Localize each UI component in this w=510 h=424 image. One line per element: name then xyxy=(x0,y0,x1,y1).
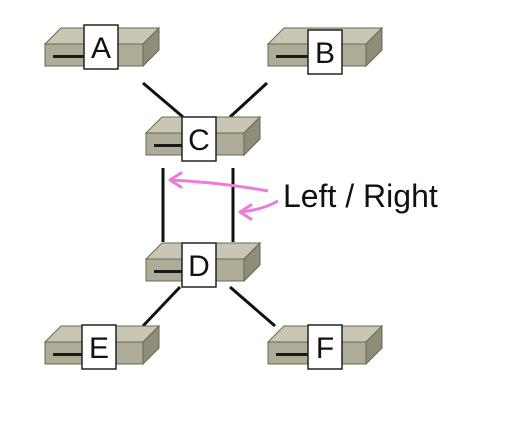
arrow-to-right-link xyxy=(239,199,279,214)
device-d: D xyxy=(144,241,262,288)
device-label-f: F xyxy=(316,332,334,365)
device-slot xyxy=(276,55,310,58)
device-side-face xyxy=(142,26,160,68)
link-b-c xyxy=(228,81,269,119)
left-right-annotation: Left / Right xyxy=(283,178,438,214)
device-side-face xyxy=(142,324,160,366)
device-label-d: D xyxy=(188,250,210,283)
device-e: E xyxy=(43,324,161,370)
device-slot xyxy=(154,144,188,147)
device-side-face xyxy=(365,324,383,366)
device-label-b: B xyxy=(315,37,335,70)
device-side-face xyxy=(365,26,383,68)
device-label-box xyxy=(181,116,217,162)
device-slot xyxy=(53,55,87,58)
device-slot xyxy=(154,270,188,273)
links-layer xyxy=(141,81,276,328)
device-label-box xyxy=(81,324,117,370)
device-a: A xyxy=(43,24,161,70)
device-label-box xyxy=(307,29,343,75)
device-slot xyxy=(53,353,87,356)
device-side-face xyxy=(243,241,261,283)
device-label-box xyxy=(83,24,119,70)
arrow-to-left-link xyxy=(169,178,269,193)
device-slot xyxy=(276,353,310,356)
device-label-a: A xyxy=(91,32,111,65)
arrow-to-left-link-head xyxy=(168,171,183,189)
device-label-c: C xyxy=(188,124,210,157)
link-d-f xyxy=(229,285,276,328)
devices-layer: A B C D E F xyxy=(43,24,384,370)
device-label-box xyxy=(181,242,217,288)
arrow-to-right-link-head xyxy=(238,203,253,221)
device-f: F xyxy=(266,324,384,370)
device-b: B xyxy=(266,26,384,75)
link-d-e xyxy=(141,285,182,328)
device-label-e: E xyxy=(89,332,109,365)
device-label-box xyxy=(307,324,343,370)
device-c: C xyxy=(144,115,262,162)
device-side-face xyxy=(243,115,261,157)
link-a-c xyxy=(142,81,184,119)
arrows-layer xyxy=(168,171,279,221)
